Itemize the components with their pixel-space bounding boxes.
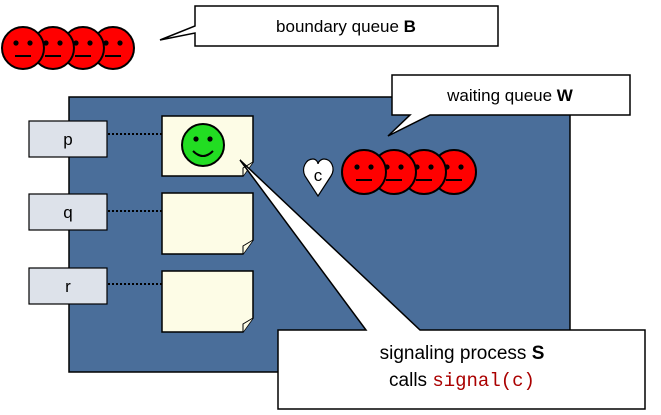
waiting-queue-callout: waiting queue W xyxy=(387,74,631,137)
boundary-queue xyxy=(1,26,135,70)
method-label: q xyxy=(63,203,72,222)
queued-process-face xyxy=(341,149,387,195)
signal-note-line1: signaling process S xyxy=(380,343,545,364)
boundary-queue-callout: boundary queue B xyxy=(159,5,499,47)
queued-process-face xyxy=(1,26,45,70)
signal-note-line2: calls signal(c) xyxy=(389,370,535,392)
boundary-queue-label: boundary queue B xyxy=(276,17,416,36)
method-body-r xyxy=(161,270,254,333)
waiting-queue xyxy=(341,149,477,195)
active-process-face xyxy=(181,123,225,167)
method-q: q xyxy=(28,193,162,231)
condition-heart: c xyxy=(302,158,334,198)
method-r: r xyxy=(28,267,162,305)
queued-process-face xyxy=(31,26,75,70)
waiting-queue-label: waiting queue W xyxy=(446,86,574,105)
signal-note-callout: signaling process S calls signal(c) xyxy=(239,159,646,410)
method-label: p xyxy=(63,130,72,149)
condition-label: c xyxy=(314,166,323,185)
queued-process-face xyxy=(61,26,105,70)
method-label: r xyxy=(65,277,71,296)
method-body-q xyxy=(161,192,254,255)
method-p: p xyxy=(28,120,162,158)
